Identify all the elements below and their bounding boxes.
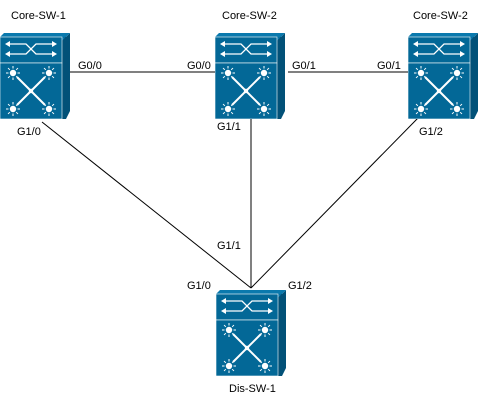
device-core-sw-2-right[interactable] bbox=[407, 33, 478, 120]
port-label-sw2-g1-1: G1/1 bbox=[217, 121, 241, 133]
port-label-sw2-g0-0: G0/0 bbox=[187, 60, 211, 72]
link-sw1-dis bbox=[41, 121, 252, 289]
link-sw3-dis bbox=[250, 117, 419, 289]
port-label-dis-g1-1: G1/1 bbox=[217, 240, 241, 252]
device-name-core-sw-2-right: Core-SW-2 bbox=[413, 10, 468, 22]
port-label-sw2-g0-1: G0/1 bbox=[292, 60, 316, 72]
device-dis-sw-1[interactable] bbox=[215, 290, 286, 377]
multilayer-switch-icon bbox=[215, 290, 286, 377]
device-name-dis-sw-1: Dis-SW-1 bbox=[229, 383, 276, 395]
port-label-sw3-g1-2: G1/2 bbox=[419, 126, 443, 138]
port-label-sw3-g0-1: G0/1 bbox=[377, 60, 401, 72]
port-label-dis-g1-2: G1/2 bbox=[288, 280, 312, 292]
device-core-sw-1[interactable] bbox=[0, 33, 70, 120]
port-label-sw1-g0-0: G0/0 bbox=[78, 60, 102, 72]
device-core-sw-2[interactable] bbox=[214, 33, 285, 120]
multilayer-switch-icon bbox=[0, 33, 70, 120]
device-name-core-sw-2: Core-SW-2 bbox=[222, 10, 277, 22]
port-label-dis-g1-0: G1/0 bbox=[187, 280, 211, 292]
port-label-sw1-g1-0: G1/0 bbox=[17, 126, 41, 138]
device-name-core-sw-1: Core-SW-1 bbox=[11, 10, 66, 22]
multilayer-switch-icon bbox=[214, 33, 285, 120]
multilayer-switch-icon bbox=[407, 33, 478, 120]
